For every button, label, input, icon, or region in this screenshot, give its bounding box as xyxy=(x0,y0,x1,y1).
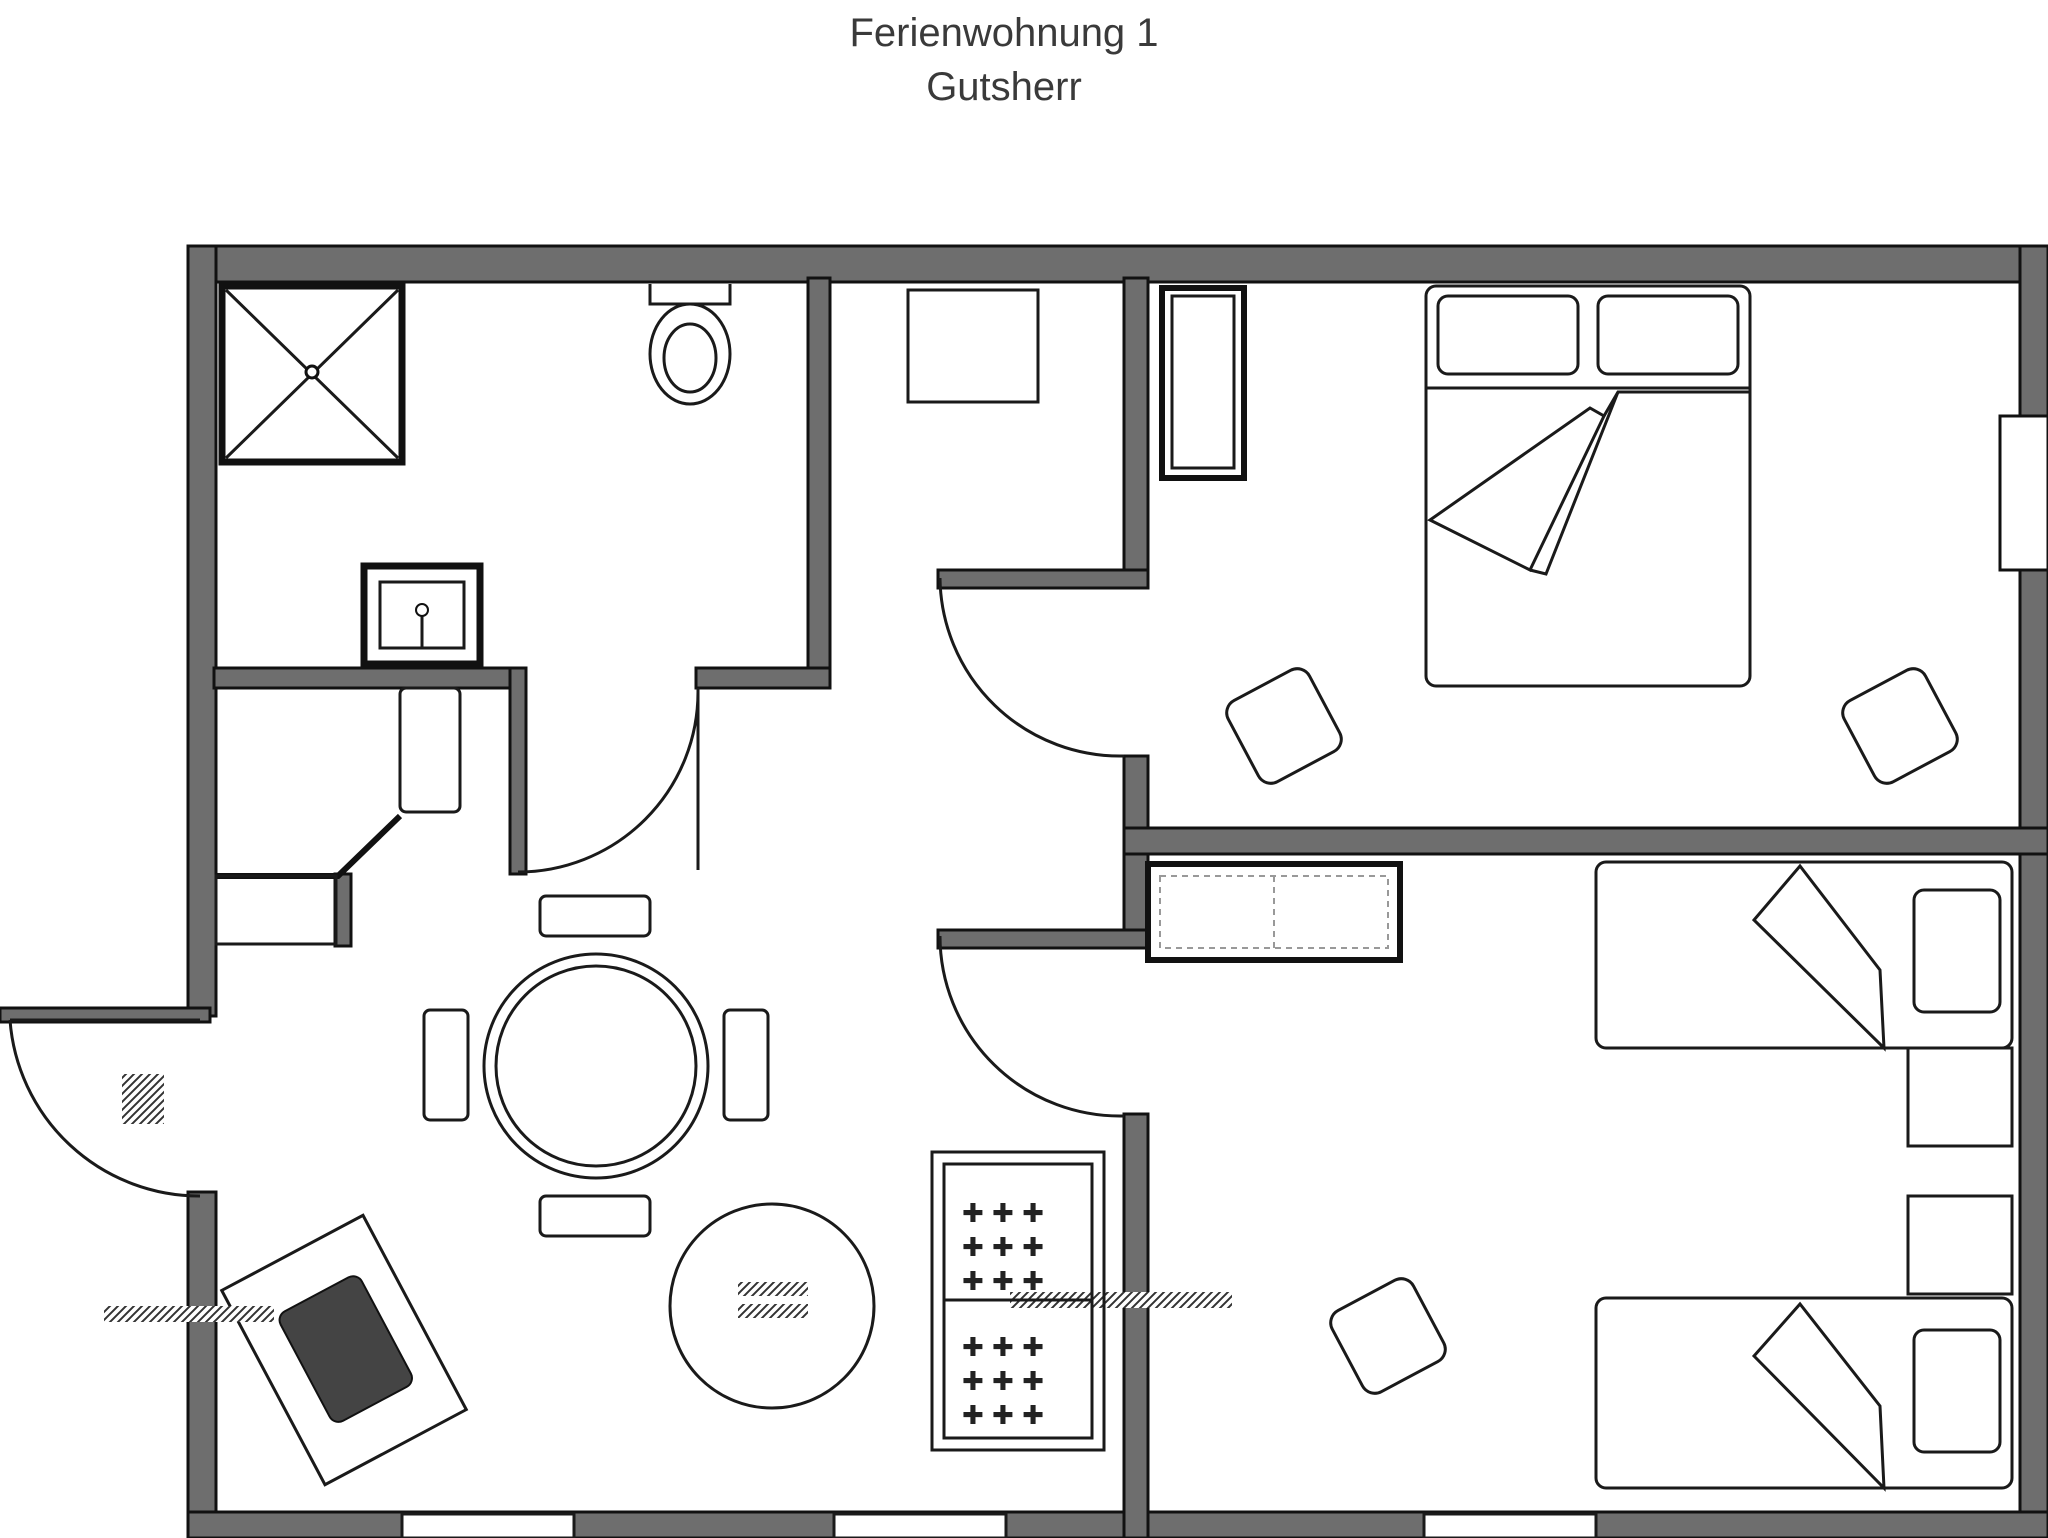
plan-subtitle: Gutsherr xyxy=(926,65,1082,109)
svg-text:✚ ✚ ✚: ✚ ✚ ✚ xyxy=(962,1199,1044,1229)
doors xyxy=(8,577,1125,1198)
svg-text:✚ ✚ ✚: ✚ ✚ ✚ xyxy=(962,1233,1044,1263)
stool-3 xyxy=(1329,1277,1447,1395)
stool-1 xyxy=(1225,667,1343,785)
plan-title: Ferienwohnung 1 xyxy=(849,11,1159,55)
single-bed-bottom xyxy=(1594,1296,2014,1492)
shower-icon xyxy=(218,282,406,466)
double-bed-icon xyxy=(1424,284,1752,688)
sill-hatch-left xyxy=(104,1306,274,1322)
svg-text:✚ ✚ ✚: ✚ ✚ ✚ xyxy=(962,1367,1044,1397)
sill-hatch-right xyxy=(1010,1292,1232,1308)
round-rug xyxy=(668,1202,876,1410)
svg-text:✚ ✚ ✚: ✚ ✚ ✚ xyxy=(962,1333,1044,1363)
shelf-unit: ✚ ✚ ✚ ✚ ✚ ✚ ✚ ✚ ✚ ✚ ✚ ✚ ✚ ✚ ✚ ✚ ✚ ✚ xyxy=(930,1150,1106,1452)
armchair xyxy=(219,1213,469,1487)
kitchen xyxy=(214,288,1040,946)
bottom-wall-windows xyxy=(186,1510,2048,1538)
svg-text:✚ ✚ ✚: ✚ ✚ ✚ xyxy=(962,1401,1044,1431)
svg-text:✚ ✚ ✚: ✚ ✚ ✚ xyxy=(962,1267,1044,1297)
single-bed-top xyxy=(1594,860,2014,1052)
bathroom xyxy=(218,282,732,668)
stool-2 xyxy=(1841,667,1959,785)
outer-walls xyxy=(0,244,2048,1538)
sink-icon xyxy=(360,562,484,668)
bedroom-2 xyxy=(1145,860,2014,1492)
doormat xyxy=(122,1074,164,1124)
toilet-icon xyxy=(648,284,732,406)
dresser xyxy=(1145,861,1403,963)
bedroom-1 xyxy=(1159,284,1959,785)
interior-walls xyxy=(212,276,2048,1538)
dining-set xyxy=(422,894,770,1238)
nightstand-2 xyxy=(1906,1194,2014,1296)
nightstand xyxy=(1906,1046,2014,1148)
